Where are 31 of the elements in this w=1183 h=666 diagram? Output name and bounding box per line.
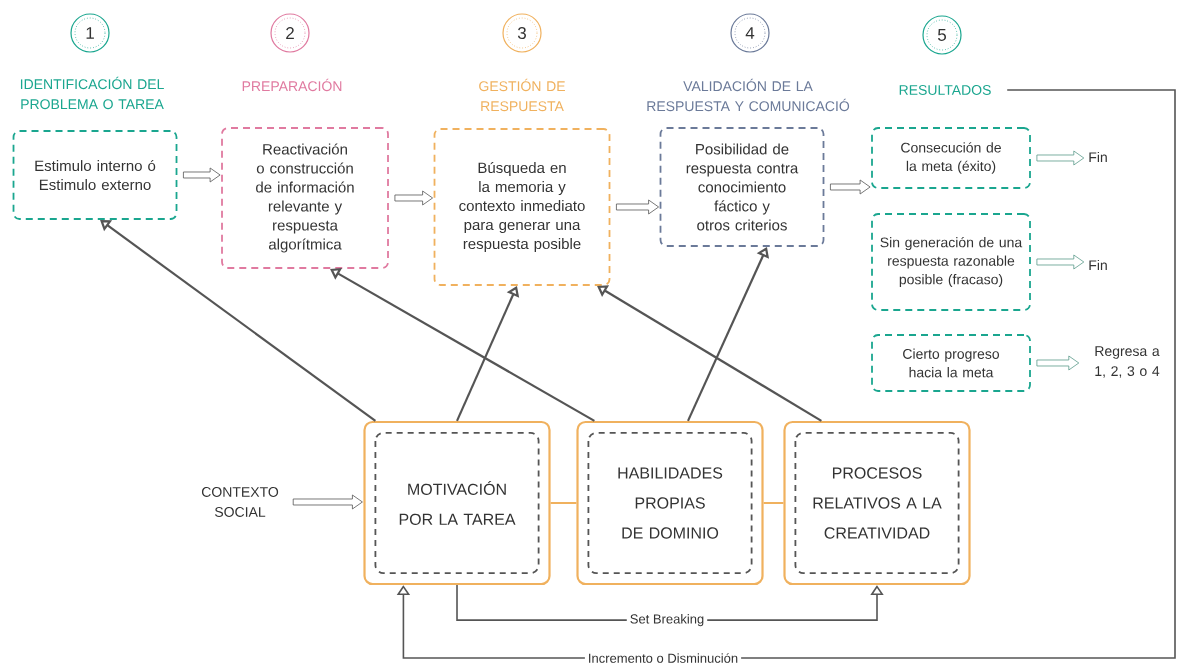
step-heading: IDENTIFICACIÓN DEL PROBLEMA O TAREA — [20, 76, 164, 110]
step-box: Reactivación o construcción de información relevante y respuesta algorítmica — [221, 127, 389, 269]
factor-box: MOTIVACIÓN POR LA TAREA — [363, 420, 551, 586]
label-text: Regresa a 1, 2, 3 o 4 — [1095, 346, 1160, 378]
edge-label: Incremento o Disminución — [584, 650, 742, 666]
arrow — [396, 89, 1176, 659]
arrow — [830, 179, 871, 195]
step-heading: VALIDACIÓN DE LA RESPUESTA Y COMUNICACIÓ — [647, 78, 850, 112]
arrow — [616, 199, 659, 215]
edge-label: Set Breaking — [626, 611, 708, 630]
step-box: Búsqueda en la memoria y contexto inmediato para generar una respuesta posible — [433, 128, 611, 286]
arrow — [1036, 150, 1085, 166]
arrow — [1036, 254, 1085, 270]
label-text: RESULTADOS — [899, 85, 991, 95]
arrow — [597, 285, 822, 422]
factor-box: PROCESOS RELATIVOS A LA CREATIVIDAD — [783, 420, 971, 586]
label-text: Fin — [1089, 259, 1107, 271]
arrow — [292, 494, 363, 510]
label-text: Fin — [1089, 151, 1107, 163]
step-heading: GESTIÓN DE RESPUESTA — [479, 78, 565, 112]
step-box: Posibilidad de respuesta contra conocimiento fáctico y otros criterios — [659, 127, 825, 247]
result-box: Consecución de la meta (éxito) — [871, 127, 1031, 189]
step-box: Estimulo interno ó Estimulo externo — [12, 130, 178, 220]
factor-box: HABILIDADES PROPIAS DE DOMINIO — [576, 420, 764, 586]
arrow — [183, 167, 221, 183]
label-text: CONTEXTO SOCIAL — [201, 487, 279, 517]
result-box: Cierto progreso hacia la meta — [871, 334, 1031, 392]
arrow — [1036, 355, 1080, 371]
result-box: Sin generación de una respuesta razonable posible (fracaso) — [871, 213, 1031, 311]
arrow — [394, 190, 433, 206]
step-heading: PREPARACIÓN — [242, 78, 342, 92]
